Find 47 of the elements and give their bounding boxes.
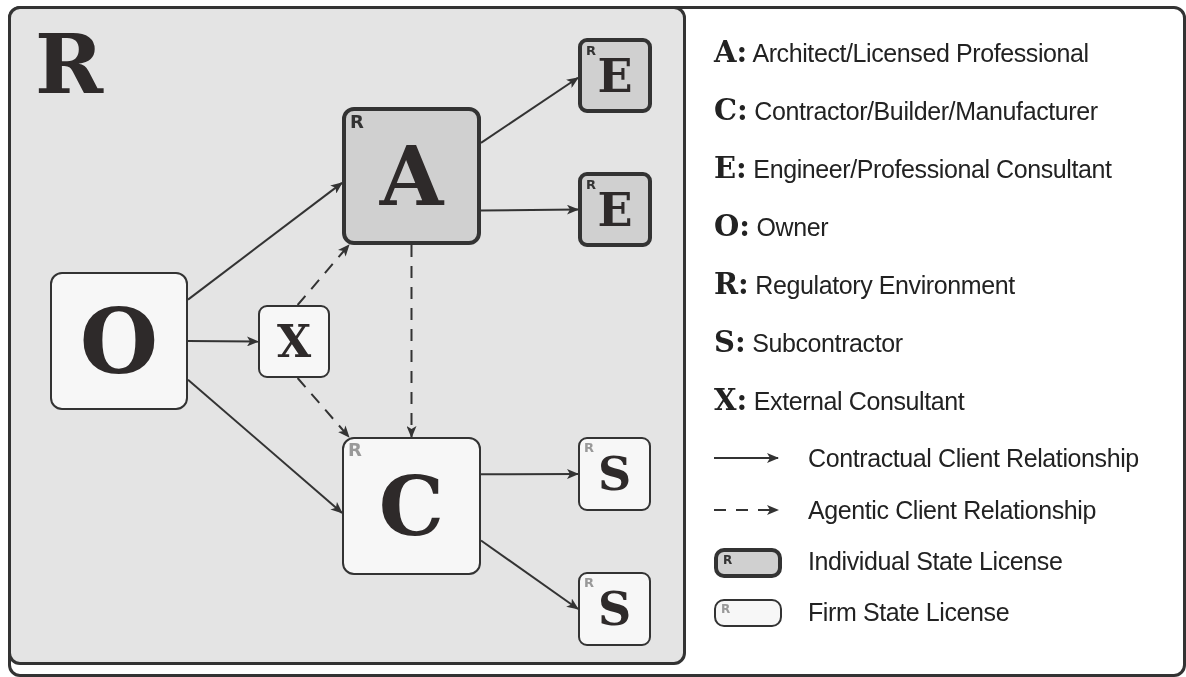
panel-heading: R [35,23,104,105]
license-mark: R [586,178,596,191]
party-letter: S [597,451,632,497]
arrow [406,244,417,438]
arrow [480,204,579,215]
license-mark: R [348,441,362,459]
party-box [50,272,188,410]
legend-entry: E: Engineer/Professional Consultant [714,151,1112,185]
party-letter: E [597,52,633,99]
legend-label: Contractual Client Relationship [808,444,1139,473]
legend-entry: A: Architect/Licensed Professional [714,35,1089,69]
arrow [187,336,259,347]
legend-label: Agentic Client Relationship [808,496,1096,525]
arrow [480,469,579,480]
party-letter: A [379,135,444,217]
arrow [480,76,579,144]
arrow [296,244,350,306]
firm-license-box [342,437,481,575]
legend-entry: X: External Consultant [714,383,965,417]
license-mark: R [721,603,731,615]
individual-license-box [342,107,481,245]
party-letter: C [378,465,445,547]
party-letter: X [276,319,312,364]
firm-license-box [578,437,651,511]
arrow [187,181,343,301]
individual-license-box [578,38,652,113]
arrow [480,539,579,610]
party-letter: O [79,296,159,386]
legend-entry: S: Subcontractor [714,325,903,359]
individual-license-box [578,172,652,247]
legend-label: Individual State License [808,547,1063,576]
arrow [187,378,343,514]
arrow [296,377,350,438]
license-mark: R [584,576,594,589]
legend-entry: R: Regulatory Environment [714,267,1015,301]
license-mark: R [586,44,596,57]
party-letter: S [597,586,632,632]
legend-entry: O: Owner [714,209,829,243]
legend-label: Firm State License [808,598,1010,627]
legend-entry: C: Contractor/Builder/Manufacturer [714,93,1098,127]
license-mark: R [350,113,364,131]
party-box [258,305,330,378]
regulatory-environment-panel [8,6,686,665]
license-mark: R [584,441,594,454]
party-letter: E [597,186,633,233]
license-mark: R [723,554,733,566]
firm-license-box [578,572,651,646]
